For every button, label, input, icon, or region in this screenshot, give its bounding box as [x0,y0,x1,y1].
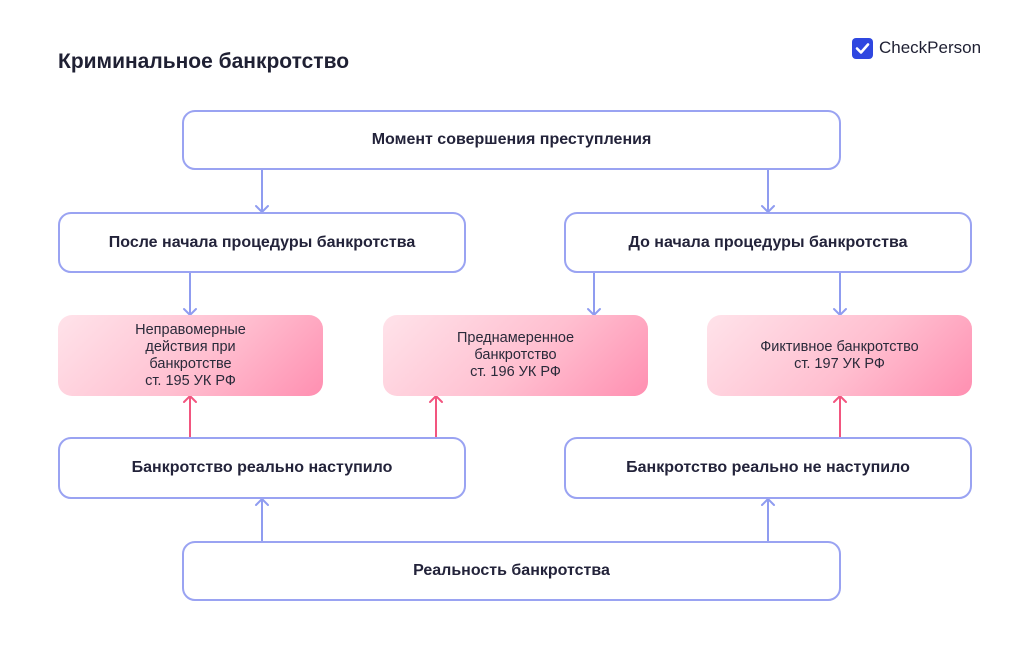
arrow-occurred-to-art195 [183,395,197,438]
arrow-not-occurred-to-art197 [833,395,847,438]
node-not-occurred: Банкротство реально не наступило [564,437,972,499]
node-reality: Реальность банкротства [182,541,841,601]
arrow-moment-to-after [255,169,269,213]
arrow-reality-to-not-occurred [761,498,775,542]
arrow-after-to-art195 [183,272,197,316]
arrow-moment-to-before [761,169,775,213]
node-art197: Фиктивное банкротство ст. 197 УК РФ [707,315,972,396]
node-before-start: До начала процедуры банкротства [564,212,972,273]
arrow-occurred-to-art196 [429,395,443,438]
logo: CheckPerson [852,37,981,59]
arrow-before-to-art197 [833,272,847,316]
node-occurred: Банкротство реально наступило [58,437,466,499]
arrow-reality-to-occurred [255,498,269,542]
node-moment: Момент совершения преступления [182,110,841,170]
arrow-before-to-art196 [587,272,601,316]
node-after-start: После начала процедуры банкротства [58,212,466,273]
node-art196: Преднамеренное банкротство ст. 196 УК РФ [383,315,648,396]
page-title: Криминальное банкротство [58,50,350,73]
checkmark-icon [852,37,873,59]
node-art195: Неправомерные действия при банкротстве с… [58,315,323,396]
logo-text: CheckPerson [879,38,982,57]
